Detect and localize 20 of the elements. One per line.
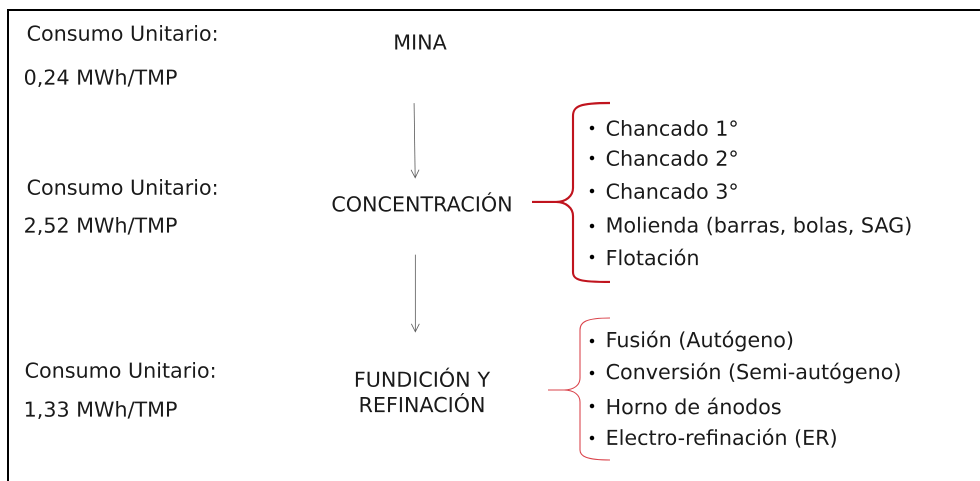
list-item: Conversión (Semi-autógeno) — [606, 362, 900, 384]
arrow — [410, 102, 420, 179]
list-item: Chancado 2° — [606, 150, 737, 166]
consumption-label: Consumo Unitario: — [28, 179, 216, 195]
list-item: Electro-refinación (ER) — [608, 428, 836, 448]
stage-label: MINA — [395, 34, 447, 50]
consumption-label: 1,33 MWh/TMP — [26, 400, 177, 420]
list-item: Molienda (barras, bolas, SAG) — [608, 216, 910, 236]
stage-label: CONCENTRACIÓN — [332, 192, 511, 212]
list-item: Chancado 3° — [606, 183, 737, 199]
consumption-label: Consumo Unitario: — [26, 362, 214, 378]
list-item: Fusión (Autógeno) — [608, 330, 792, 352]
consumption-label: 2,52 MWh/TMP — [25, 216, 177, 236]
arrow — [410, 254, 420, 333]
stage-label: FUNDICIÓN Y REFINACIÓN — [356, 368, 490, 412]
list-item: Flotación — [608, 248, 698, 266]
consumption-label: Consumo Unitario: — [28, 25, 216, 41]
consumption-label: 0,24 MWh/TMP — [24, 68, 177, 88]
list-item: Chancado 1° — [606, 120, 737, 136]
list-item: Horno de ánodos — [608, 398, 781, 414]
